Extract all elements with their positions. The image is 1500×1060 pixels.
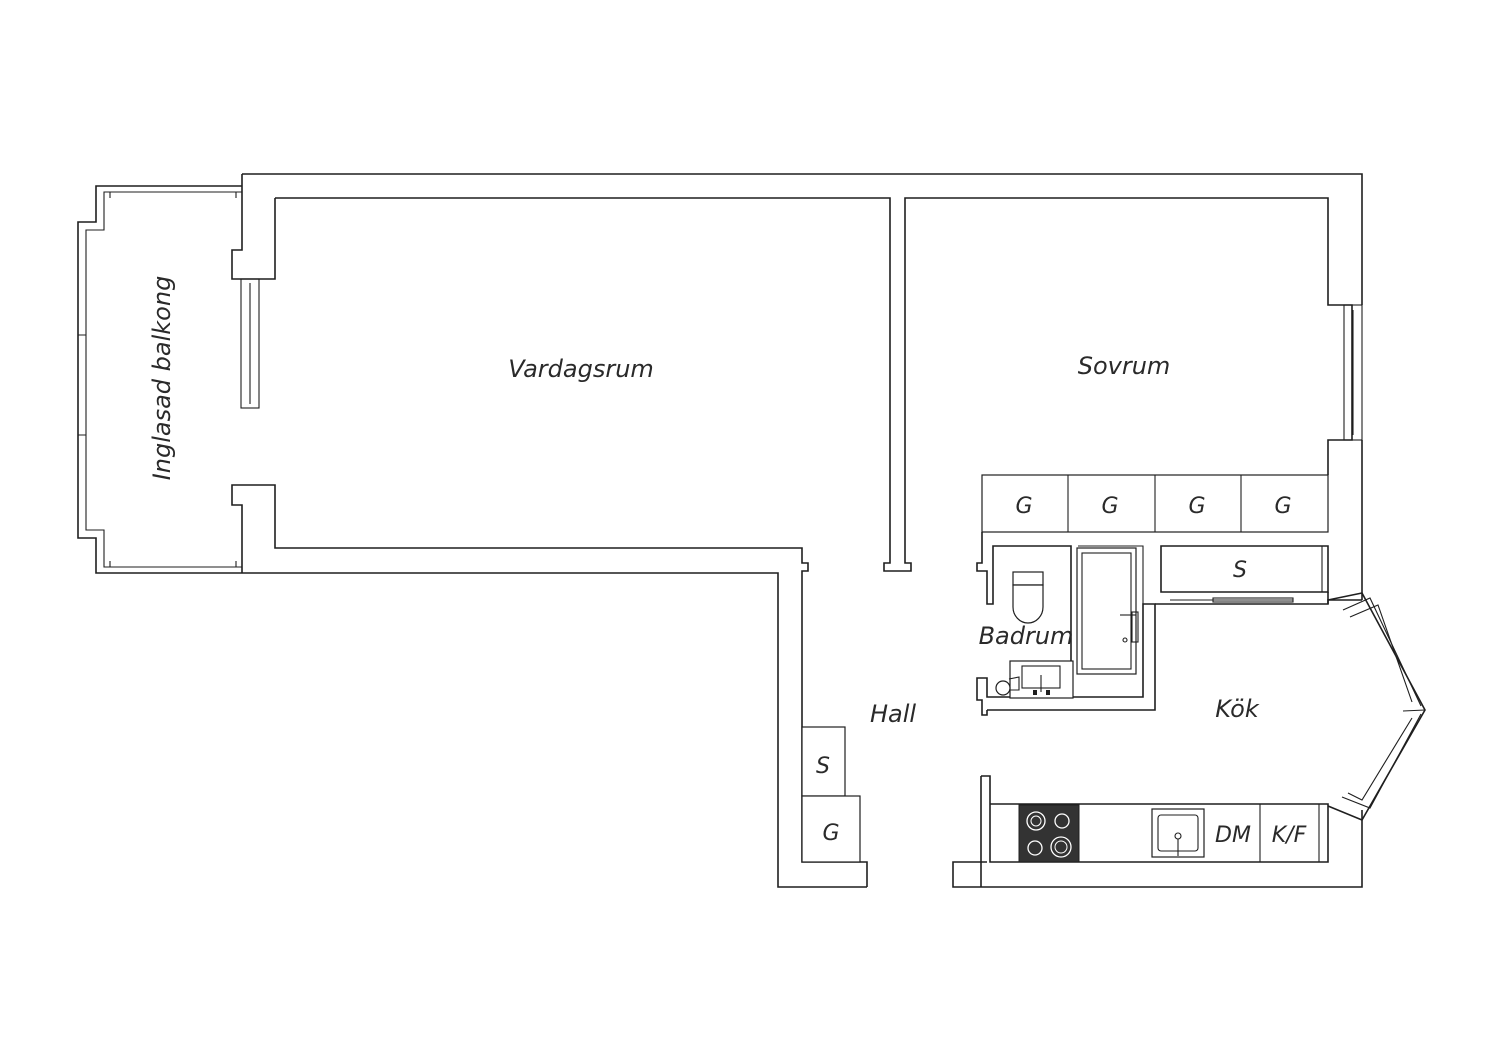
- wardrobe-label: G: [1188, 494, 1205, 519]
- room-label-living-room: Vardagsrum: [508, 355, 654, 383]
- room-label-kitchen: Kök: [1215, 695, 1260, 723]
- wardrobe-label: G: [822, 821, 839, 846]
- balcony: Inglasad balkong: [77, 185, 260, 574]
- bedroom-window: [1343, 304, 1363, 441]
- kitchen: S DM K/F Kök: [980, 545, 1426, 887]
- fridge-freezer-label: K/F: [1272, 823, 1307, 848]
- dishwasher-label: DM: [1215, 823, 1251, 848]
- room-label-bedroom: Sovrum: [1078, 352, 1171, 380]
- wardrobe-label: G: [1101, 494, 1118, 519]
- outer-walls: [231, 173, 1363, 888]
- wardrobe-label: G: [1274, 494, 1291, 519]
- bathroom: Badrum: [976, 532, 1156, 716]
- closet-label: S: [1233, 558, 1247, 583]
- wardrobe-label: G: [1015, 494, 1032, 519]
- room-label-bathroom: Badrum: [979, 622, 1074, 650]
- room-label-balcony: Inglasad balkong: [148, 276, 176, 481]
- closet-label: S: [816, 754, 830, 779]
- bedroom-wardrobes: G G G G: [981, 474, 1329, 533]
- hall-storage: S G Hall: [801, 700, 916, 863]
- room-label-hall: Hall: [870, 700, 916, 728]
